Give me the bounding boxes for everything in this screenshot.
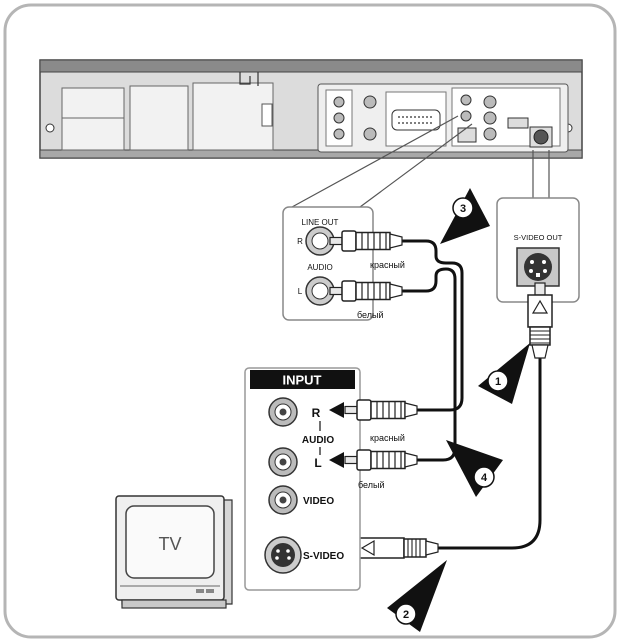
line-out-l-jack bbox=[305, 276, 335, 306]
line-out-r-label: R bbox=[297, 237, 303, 246]
antenna-out-jack bbox=[363, 127, 377, 141]
step-number: 3 bbox=[460, 203, 466, 215]
input-l-label: L bbox=[314, 456, 321, 470]
step-badge-1: 1 bbox=[478, 343, 530, 404]
screw-icon bbox=[45, 123, 55, 133]
arrow-left-icon bbox=[329, 402, 344, 418]
input-r-label: R bbox=[312, 406, 321, 420]
line-out-callout-lines bbox=[291, 115, 473, 208]
line-out-audio-label: AUDIO bbox=[307, 263, 332, 272]
tv-label: TV bbox=[158, 534, 181, 554]
audio-cable-white bbox=[400, 267, 457, 462]
outer-frame bbox=[3, 3, 617, 639]
step-number: 4 bbox=[481, 472, 488, 484]
device-svideo-out-jack bbox=[533, 129, 549, 145]
input-header bbox=[250, 370, 355, 389]
bottom-white-cable-label: белый bbox=[358, 480, 385, 490]
svideo-cable bbox=[434, 356, 542, 550]
device-line-out-r-jack bbox=[460, 94, 472, 106]
tv-screen bbox=[125, 505, 215, 579]
line-out-inset: LINE OUT R AUDIO L bbox=[282, 206, 374, 321]
input-svideo-label: S-VIDEO bbox=[303, 551, 344, 562]
arrow-left-icon bbox=[329, 452, 344, 468]
top-red-cable-label: красный bbox=[370, 260, 405, 270]
device-line-out-l-jack bbox=[460, 110, 472, 122]
step-badge-4: 4 bbox=[446, 440, 503, 497]
input-audio-r-jack bbox=[268, 397, 298, 427]
line-out-l-label: L bbox=[298, 287, 303, 296]
top-white-cable-label: белый bbox=[357, 310, 384, 320]
line-out-title: LINE OUT bbox=[302, 218, 339, 227]
audio-cable-red bbox=[400, 239, 464, 412]
svideo-plug-top bbox=[527, 282, 553, 359]
component-jack bbox=[483, 95, 497, 109]
input-audio-label: AUDIO bbox=[302, 435, 334, 446]
svideo-out-title: S-VIDEO OUT bbox=[514, 233, 563, 242]
input-video-label: VIDEO bbox=[303, 496, 334, 507]
svideo-out-inset: S-VIDEO OUT bbox=[496, 197, 580, 303]
svideo-out-callout-lines bbox=[532, 150, 550, 198]
step-badge-2: 2 bbox=[387, 560, 447, 632]
input-video-jack bbox=[268, 485, 298, 515]
step-badge-3: 3 bbox=[440, 188, 490, 244]
antenna-in-jack bbox=[363, 95, 377, 109]
device-rear-panel bbox=[39, 59, 583, 159]
component-jack bbox=[483, 127, 497, 141]
step-number: 1 bbox=[495, 376, 501, 388]
input-title: INPUT bbox=[283, 373, 322, 388]
step-number: 2 bbox=[403, 609, 409, 621]
triangle-mark-icon bbox=[531, 299, 549, 314]
triangle-mark-icon bbox=[360, 539, 375, 557]
bottom-red-cable-label: красный bbox=[370, 433, 405, 443]
tv-icon: TV bbox=[115, 495, 233, 609]
input-audio-l-jack bbox=[268, 447, 298, 477]
scart-connector bbox=[391, 109, 441, 131]
tv-input-panel: INPUT R AUDIO L VIDEO S-VIDE bbox=[244, 367, 361, 591]
input-svideo-jack bbox=[264, 536, 302, 574]
component-jack bbox=[483, 111, 497, 125]
svideo-out-jack bbox=[516, 247, 560, 287]
